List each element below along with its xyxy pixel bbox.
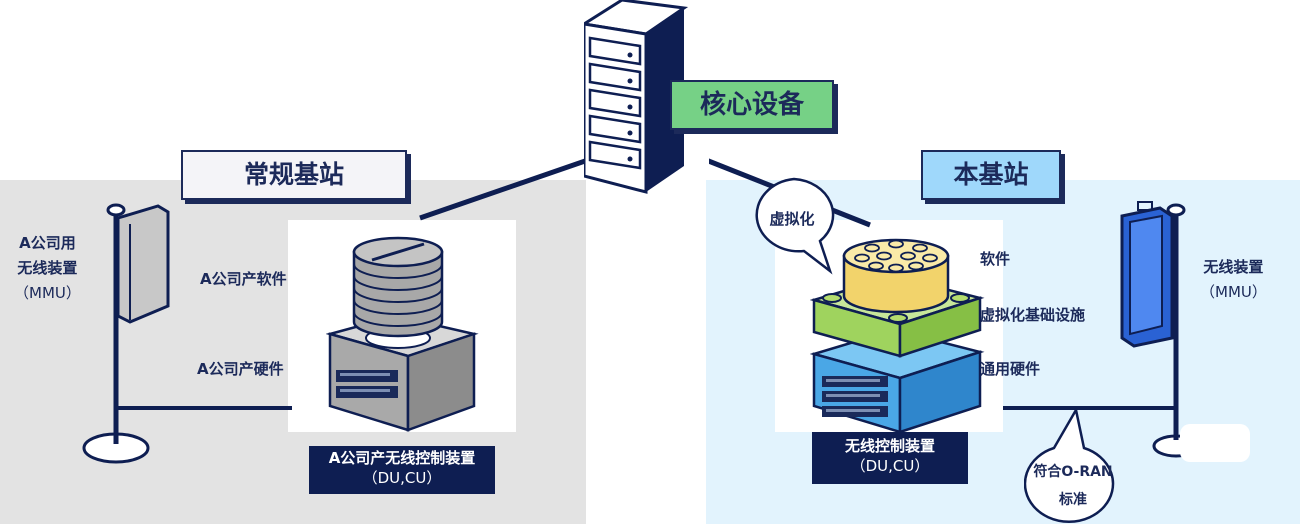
infrastructure-label: 虚拟化基础设施 — [980, 306, 1086, 324]
core-to-conventional-line — [419, 157, 589, 221]
server-icon — [584, 0, 709, 194]
oran-label: 符合O-RAN 标准 — [1020, 458, 1126, 514]
hardware-label: 通用硬件 — [980, 360, 1041, 378]
this-station-controller-label: 无线控制装置 （DU,CU） — [812, 432, 968, 484]
antenna-mmu-icon — [1120, 201, 1200, 458]
conventional-mmu-line2: 无线装置 — [17, 259, 78, 277]
conventional-hardware-label: A公司产硬件 — [197, 360, 284, 378]
conventional-station-title: 常规基站 — [181, 150, 407, 200]
core-equipment-label: 核心设备 — [670, 80, 834, 130]
virtualized-stack-icon — [810, 238, 985, 434]
conventional-mmu-label: A公司用 无线装置 （MMU） — [14, 232, 81, 303]
this-station-controller-line2: （DU,CU） — [850, 457, 930, 475]
oran-line1: 符合O-RAN — [1033, 464, 1113, 480]
blank-tag — [1180, 424, 1250, 462]
antenna-mmu-icon — [82, 203, 170, 464]
oran-line2: 标准 — [1059, 492, 1087, 508]
virtualization-label: 虚拟化 — [769, 210, 815, 228]
conventional-mmu-line3: （MMU） — [14, 284, 81, 302]
this-station-mmu-label: 无线装置 （MMU） — [1200, 256, 1267, 302]
this-station-mmu-line2: （MMU） — [1200, 283, 1267, 301]
virtualization-bubble — [755, 177, 835, 275]
this-station-controller-line1: 无线控制装置 — [844, 437, 935, 455]
conventional-mmu-line1: A公司用 — [19, 234, 76, 252]
conventional-software-label: A公司产软件 — [200, 270, 287, 288]
this-station-mmu-line1: 无线装置 — [1203, 258, 1264, 276]
conventional-controller-label: A公司产无线控制装置 （DU,CU） — [309, 446, 495, 494]
conventional-controller-line1: A公司产无线控制装置 — [328, 449, 476, 467]
proprietary-stack-icon — [326, 236, 479, 432]
oran-bubble — [1024, 408, 1115, 523]
this-station-title: 本基站 — [921, 150, 1061, 200]
software-label: 软件 — [980, 250, 1011, 268]
conventional-controller-line2: （DU,CU） — [362, 469, 442, 487]
